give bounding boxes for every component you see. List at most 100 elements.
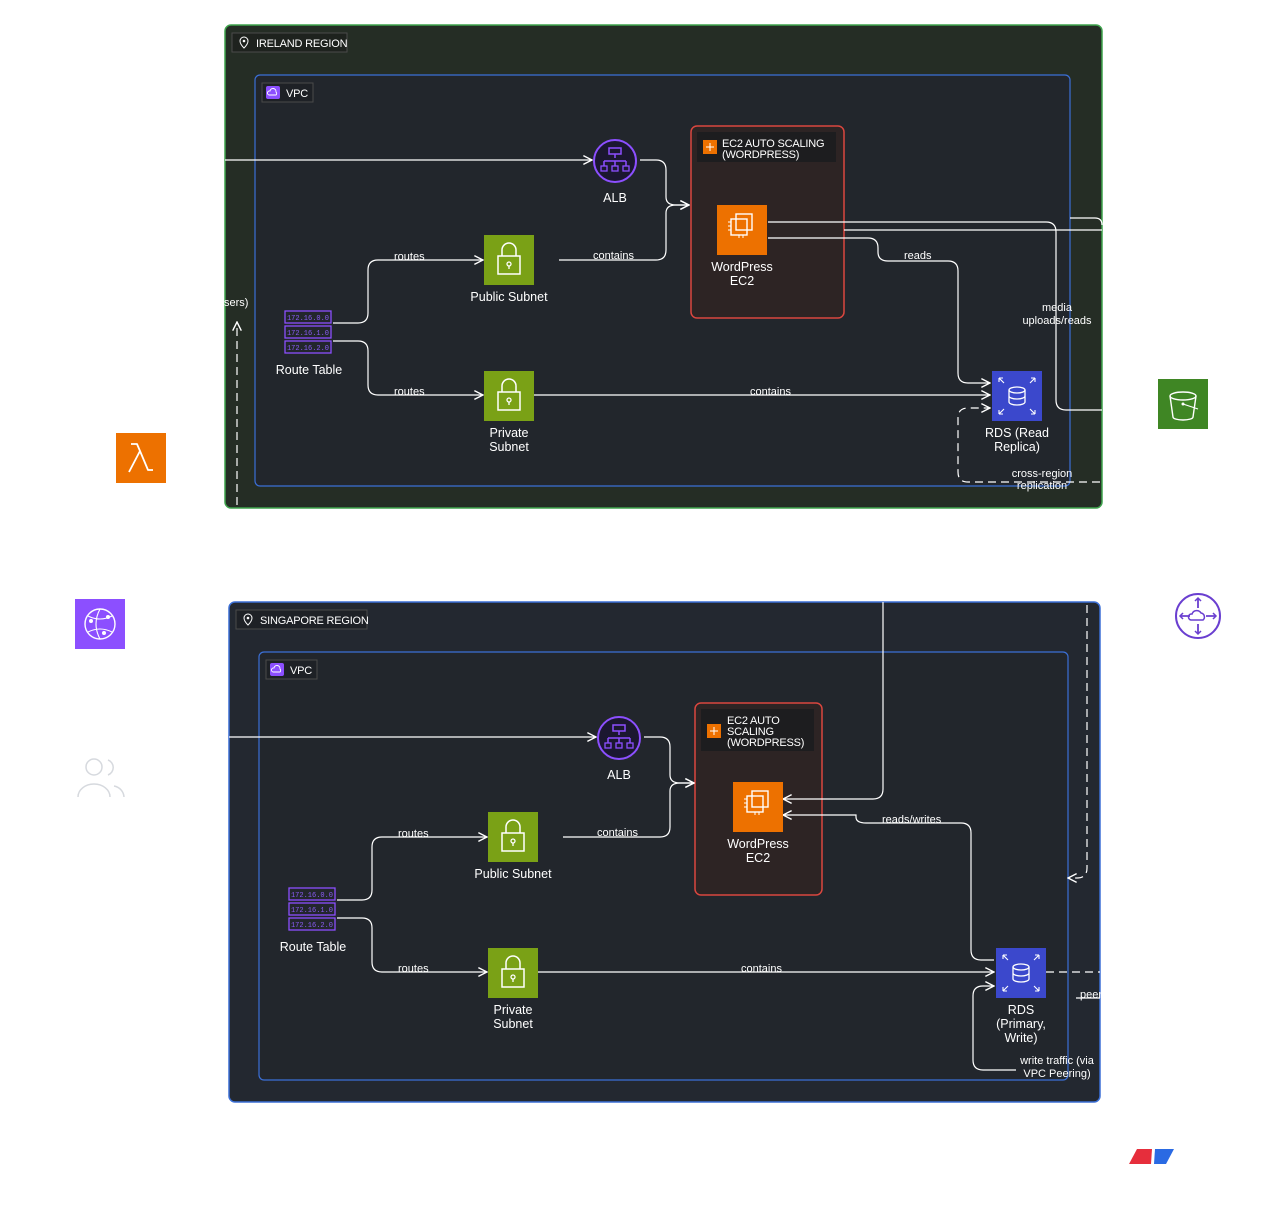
padlock-icon <box>488 948 538 998</box>
ireland-alb[interactable]: ALB <box>593 139 637 205</box>
singapore-alb[interactable]: ALB <box>597 716 641 782</box>
ireland-edges <box>225 160 1103 505</box>
singapore-alb-label: ALB <box>607 768 631 782</box>
brand-logo-icon <box>1129 1149 1174 1164</box>
singapore-route-table-label: Route Table <box>280 940 347 954</box>
ireland-private-subnet-label-1: Private <box>490 426 529 440</box>
ec2-chip-icon <box>733 782 783 832</box>
cidr-label: 172.16.1.0 <box>291 907 333 915</box>
cloudfront[interactable] <box>75 599 125 649</box>
transit-gateway-icon <box>1175 593 1221 639</box>
ireland-route-table-label: Route Table <box>276 363 343 377</box>
cidr-label: 172.16.2.0 <box>287 345 329 353</box>
singapore-vpc-label: VPC <box>290 665 312 677</box>
singapore-private-subnet-label-1: Private <box>494 1003 533 1017</box>
edge-label-reads: reads <box>904 250 932 262</box>
ireland-asg-label-1: EC2 AUTO SCALING <box>722 138 824 150</box>
edge-label-routes: routes <box>398 963 429 975</box>
ireland-public-subnet[interactable]: Public Subnet <box>470 235 548 304</box>
ireland-ec2-label-1: WordPress <box>711 260 773 274</box>
auto-scaling-icon <box>707 724 721 738</box>
vpc-cloud-icon <box>266 86 280 99</box>
singapore-route-table[interactable]: 172.16.0.0 172.16.1.0 172.16.2.0 Route T… <box>280 887 347 954</box>
edge-label-routes: routes <box>398 828 429 840</box>
singapore-public-subnet[interactable]: Public Subnet <box>474 812 552 881</box>
ireland-region-header: IRELAND REGION <box>231 32 348 53</box>
edge-label-replication: replication <box>1017 480 1067 492</box>
edge-label-vpc-peering: VPC Peering) <box>1023 1068 1090 1080</box>
route-table-icon: 172.16.0.0 172.16.1.0 172.16.2.0 <box>288 887 336 931</box>
cidr-label: 172.16.0.0 <box>287 315 329 323</box>
singapore-ec2-label-2: EC2 <box>746 851 770 865</box>
singapore-asg-label-1: EC2 AUTO <box>727 715 780 727</box>
padlock-icon <box>484 371 534 421</box>
location-pin-icon <box>243 613 253 626</box>
ireland-vpc-label: VPC <box>286 88 308 100</box>
cidr-label: 172.16.0.0 <box>291 892 333 900</box>
singapore-wordpress-ec2[interactable]: WordPress EC2 <box>727 782 789 865</box>
edge-label-contains: contains <box>750 386 791 398</box>
ireland-region-label: IRELAND REGION <box>256 38 348 50</box>
s3-bucket-icon <box>1158 379 1208 429</box>
vpc-cloud-icon <box>270 663 284 676</box>
singapore-private-subnet[interactable]: Private Subnet <box>488 948 538 1031</box>
edge-label-routes: routes <box>394 251 425 263</box>
ireland-alb-label: ALB <box>603 191 627 205</box>
padlock-icon <box>484 235 534 285</box>
singapore-asg-label-2: SCALING <box>727 726 774 738</box>
lambda-icon <box>116 433 166 483</box>
cidr-label: 172.16.1.0 <box>287 330 329 338</box>
route-table-icon: 172.16.0.0 172.16.1.0 172.16.2.0 <box>284 310 332 354</box>
ireland-vpc: VPC <box>254 74 1071 487</box>
edge-label-contains: contains <box>593 250 634 262</box>
cidr-label: 172.16.2.0 <box>291 922 333 930</box>
singapore-rds-label-1: RDS <box>1008 1003 1034 1017</box>
s3-bucket[interactable] <box>1158 379 1208 429</box>
edge-label-users: sers) <box>224 297 248 309</box>
auto-scaling-icon <box>703 140 717 154</box>
singapore-ec2-label-1: WordPress <box>727 837 789 851</box>
edge-label-uploads-reads: uploads/reads <box>1022 315 1092 327</box>
singapore-edges <box>229 602 1100 1071</box>
ireland-rds-read-replica[interactable]: RDS (Read Replica) <box>985 371 1049 454</box>
lambda-function[interactable] <box>116 433 166 483</box>
ireland-wordpress-ec2[interactable]: WordPress EC2 <box>711 205 773 288</box>
singapore-public-subnet-label: Public Subnet <box>474 867 552 881</box>
brand-logo <box>1129 1149 1174 1164</box>
singapore-rds-label-3: Write) <box>1004 1031 1037 1045</box>
users[interactable] <box>77 758 125 798</box>
edge-label-routes: routes <box>394 386 425 398</box>
edge-label-contains: contains <box>741 963 782 975</box>
ireland-public-subnet-label: Public Subnet <box>470 290 548 304</box>
ireland-route-table[interactable]: 172.16.0.0 172.16.1.0 172.16.2.0 Route T… <box>276 310 343 377</box>
rds-database-icon <box>992 371 1042 421</box>
singapore-region: SINGAPORE REGION VPC EC2 AUTO SCALING (W… <box>228 601 1102 1103</box>
transit-gateway[interactable] <box>1175 593 1221 639</box>
singapore-asg-label-3: (WORDPRESS) <box>727 737 804 749</box>
edge-label-peer: peer <box>1080 989 1102 1001</box>
ireland-private-subnet-label-2: Subnet <box>489 440 529 454</box>
edge-label-media: media <box>1042 302 1073 314</box>
ireland-rds-label-2: Replica) <box>994 440 1040 454</box>
ec2-chip-icon <box>717 205 767 255</box>
singapore-rds-label-2: (Primary, <box>996 1017 1046 1031</box>
padlock-icon <box>488 812 538 862</box>
singapore-vpc: VPC <box>258 651 1069 1081</box>
edge-label-cross-region: cross-region <box>1012 468 1073 480</box>
singapore-region-label: SINGAPORE REGION <box>260 615 369 627</box>
ireland-region: IRELAND REGION VPC EC2 AUTO SCALING (WOR… <box>224 24 1103 509</box>
ireland-asg-label-2: (WORDPRESS) <box>722 149 799 161</box>
edge-label-reads-writes: reads/writes <box>882 814 942 826</box>
location-pin-icon <box>239 36 249 49</box>
singapore-region-header: SINGAPORE REGION <box>235 609 369 630</box>
cloudfront-globe-icon <box>75 599 125 649</box>
alb-icon <box>597 716 641 760</box>
ireland-private-subnet[interactable]: Private Subnet <box>484 371 534 454</box>
rds-database-icon <box>996 948 1046 998</box>
singapore-rds-primary[interactable]: RDS (Primary, Write) <box>996 948 1046 1045</box>
ireland-rds-label-1: RDS (Read <box>985 426 1049 440</box>
users-icon <box>77 758 125 798</box>
singapore-edge-labels: routes routes contains contains reads/wr… <box>398 814 1102 1080</box>
edge-label-write-traffic: write traffic (via <box>1019 1055 1095 1067</box>
